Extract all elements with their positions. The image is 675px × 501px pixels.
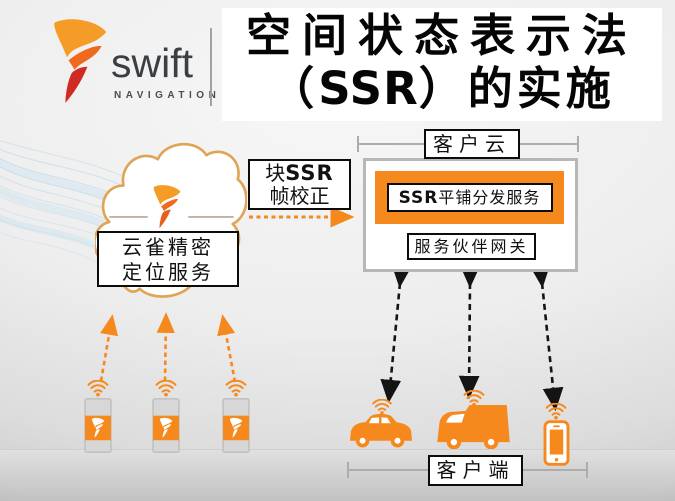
customer-cloud-label: 客户云 <box>424 129 520 159</box>
receiver-icon <box>84 398 112 453</box>
title-line-1: 空间状态表示法 <box>245 9 638 62</box>
dashed-arrow-black-links <box>380 263 564 412</box>
ssr-distribution-label: SSR平铺分发服务 <box>386 183 553 212</box>
title-line-2: （SSR）的实施 <box>269 62 615 115</box>
customer-cloud-box: SSR平铺分发服务 服务伙伴网关 <box>363 158 578 272</box>
skylark-service-label: 云雀精密 定位服务 <box>97 231 239 287</box>
ssr-distribution-panel: SSR平铺分发服务 <box>375 171 564 224</box>
brand-name: swift <box>111 40 193 86</box>
receiver-icon <box>222 398 250 453</box>
slide-title: 空间状态表示法 （SSR）的实施 <box>222 8 662 121</box>
client-label: 客户端 <box>428 455 523 486</box>
wifi-signal-icon <box>85 380 111 397</box>
wifi-signal-icon <box>542 403 570 420</box>
smartphone-icon <box>543 420 570 466</box>
wifi-signal-icon <box>223 380 249 397</box>
dashed-arrow-orange-uplinks <box>99 312 237 383</box>
van-icon <box>437 404 510 449</box>
ssr-corrections-label: 块SSR 帧校正 <box>248 159 351 210</box>
swift-bird-icon <box>46 18 110 106</box>
brand-subtitle: NAVIGATION <box>114 90 221 101</box>
partner-gateway-label: 服务伙伴网关 <box>407 233 536 260</box>
receiver-icon <box>152 398 180 453</box>
wifi-signal-icon <box>153 380 179 397</box>
car-icon <box>349 413 413 448</box>
logo-divider <box>210 28 212 106</box>
